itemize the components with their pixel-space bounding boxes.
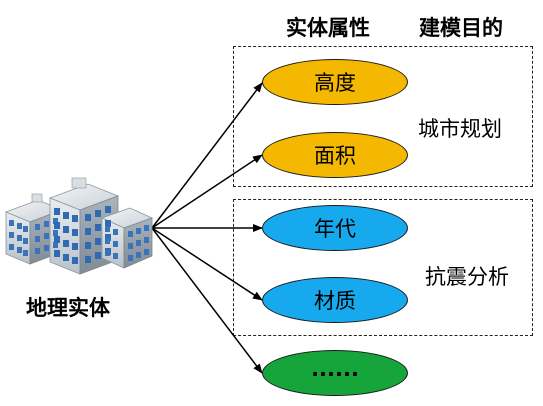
purpose-urban-planning: 城市规划 bbox=[418, 117, 502, 141]
entity-label: 地理实体 bbox=[26, 296, 110, 320]
attribute-more-label: ...... bbox=[311, 357, 359, 381]
arrow-to-area bbox=[151, 154, 263, 229]
attribute-height-label: 高度 bbox=[314, 71, 356, 95]
attribute-age: 年代 bbox=[262, 205, 408, 251]
arrow-to-height bbox=[151, 82, 263, 229]
attribute-height: 高度 bbox=[262, 59, 408, 105]
purpose-seismic-analysis: 抗震分析 bbox=[425, 265, 509, 289]
building-icon bbox=[4, 177, 154, 275]
group-box-urban-planning bbox=[233, 46, 533, 187]
attribute-material: 材质 bbox=[262, 277, 408, 323]
group-box-seismic-analysis bbox=[233, 199, 533, 336]
attribute-age-label: 年代 bbox=[314, 217, 356, 241]
attribute-area-label: 面积 bbox=[314, 144, 356, 168]
attribute-material-label: 材质 bbox=[314, 289, 356, 313]
attribute-area: 面积 bbox=[262, 132, 408, 178]
attributes-header: 实体属性 bbox=[286, 16, 370, 40]
attribute-more: ...... bbox=[262, 350, 408, 396]
arrow-to-more bbox=[151, 227, 263, 374]
purpose-header: 建模目的 bbox=[419, 16, 503, 40]
arrow-to-material bbox=[151, 227, 263, 301]
